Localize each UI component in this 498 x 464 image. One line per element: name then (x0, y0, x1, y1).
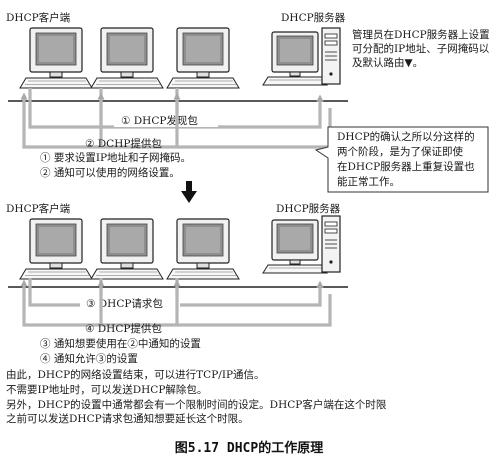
offer-label: ② DCHP提供包 (85, 137, 162, 150)
bottom-client-computer-3 (166, 218, 240, 280)
callout-line: DHCP的确认之所以分这样的 (337, 130, 475, 143)
callout-box: DHCP的确认之所以分这样的 两个阶段，是为了保证即使 在DHCP服务器上重复设… (314, 126, 489, 193)
server-note-line: 管理员在DHCP服务器上设置 (352, 28, 490, 41)
server-note-line: 可分配的IP地址、子网掩码以 (352, 42, 490, 55)
top-client-computer-1 (19, 27, 93, 89)
footer-notes: 由此，DHCP的网络设置结束，可以进行TCP/IP通信。 不需要IP地址时，可以… (6, 368, 387, 425)
footer-line: 另外，DHCP的设置中通常都会有一个限制时间的设定。DHCP客户端在这个时限 (6, 398, 387, 411)
ack-detail-1: ③ 通知想要使用在②中通知的设置 (40, 337, 201, 350)
bottom-client-computer-1 (19, 218, 93, 280)
footer-line: 由此，DHCP的网络设置结束，可以进行TCP/IP通信。 (6, 368, 265, 381)
ack-detail-2: ④ 通知允许③的设置 (40, 352, 138, 365)
top-server-computer (262, 27, 341, 86)
top-client-group-label: DHCP客户端 (6, 11, 71, 24)
bottom-server-label: DHCP服务器 (276, 202, 341, 215)
top-server-note: 管理员在DHCP服务器上设置 可分配的IP地址、子网掩码以 及默认路由▼。 (352, 28, 490, 69)
top-server-label: DHCP服务器 (281, 11, 346, 24)
bottom-client-computer-2 (90, 218, 164, 280)
top-client-computer-3 (166, 27, 240, 89)
bottom-server-computer (262, 215, 341, 274)
top-client-computer-2 (90, 27, 164, 89)
ack-label: ④ DHCP提供包 (85, 322, 162, 335)
callout-line: 两个阶段，是为了保证即使 (337, 145, 463, 158)
request-label-bg (80, 296, 180, 310)
bottom-client-group-label: DHCP客户端 (6, 202, 71, 215)
discover-label-bg (114, 113, 218, 127)
discover-label: ① DHCP发现包 (121, 114, 198, 127)
server-note-line: 及默认路由▼。 (352, 56, 423, 69)
callout-line: 在DHCP服务器上重复设置也 (337, 160, 475, 173)
offer-detail-1: ① 要求设置IP地址和子网掩码。 (40, 151, 191, 164)
figure-caption: 图5.17 DHCP的工作原理 (175, 440, 323, 456)
footer-line: 之前可以发送DHCP请求包通知想要延长这个时限。 (6, 412, 249, 425)
callout-line: 能正常工作。 (337, 175, 400, 188)
footer-line: 不需要IP地址时，可以发送DHCP解除包。 (6, 383, 207, 396)
request-label: ③ DHCP请求包 (86, 297, 163, 310)
next-step-arrow (181, 181, 197, 203)
offer-detail-2: ② 通知可以使用的网络设置。 (40, 166, 180, 179)
